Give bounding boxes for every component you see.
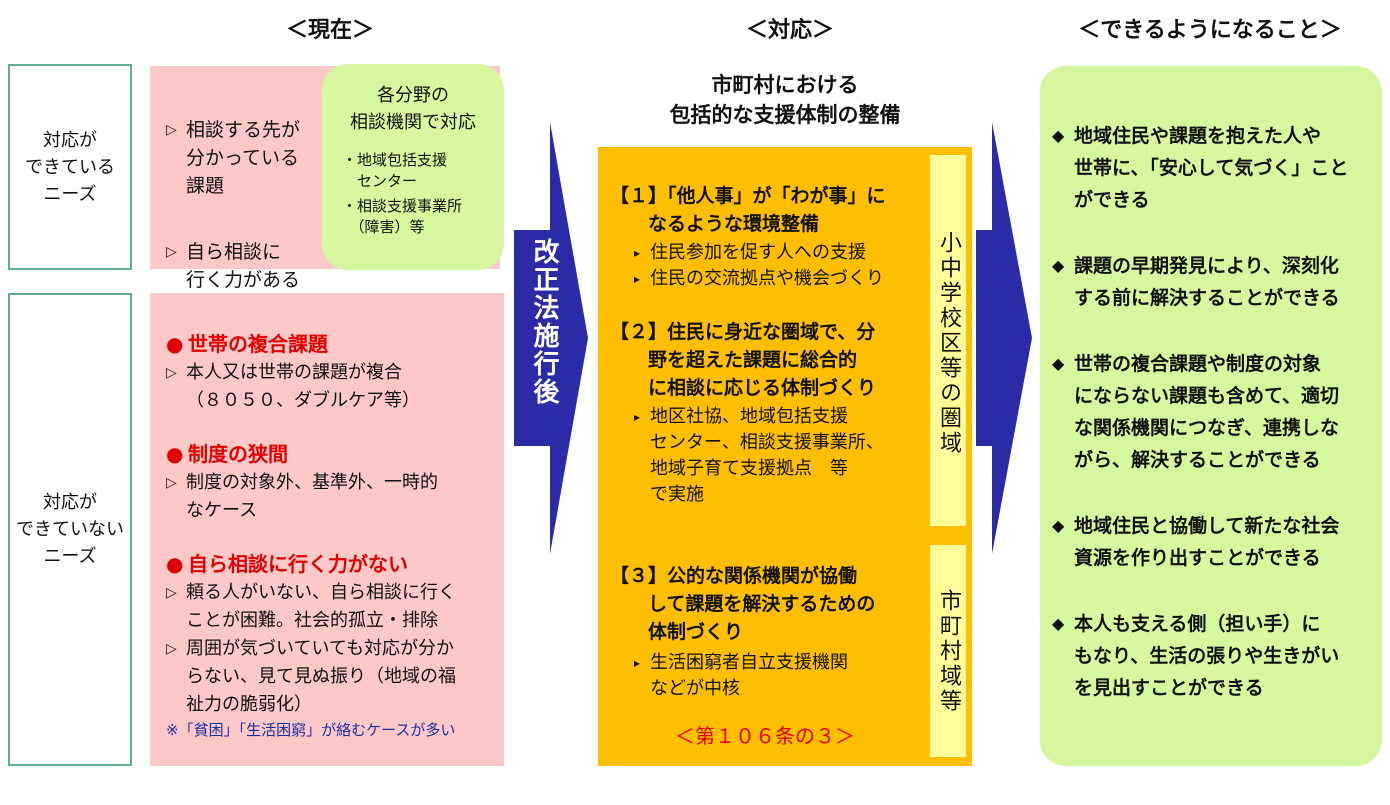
group-title: 制度の狭間 [166, 439, 504, 469]
header-response: ＜対応＞ [745, 18, 834, 43]
section-item: 生活困窮者自立支援機関 などが中核 [632, 650, 930, 702]
response-section-1: 【１】「他人事」が「わが事」に なるような環境整備 住民参加を促す人への支援 住… [610, 182, 930, 292]
bubble-item: ・相談支援事業所 （障害）等 [342, 197, 463, 236]
section-item: 地区社協、地域包括支援 センター、相談支援事業所、 地域子育て支援拠点 等 で実… [632, 404, 930, 508]
outcome-item: 世帯の複合課題や制度の対象 にならない課題も含めて、適切 な関係機関につなぎ、連… [1052, 348, 1372, 476]
section-heading: 【３】公的な関係機関が協働 して課題を解決するための 体制づくり [610, 565, 876, 643]
outcome-item: 本人も支える側（担い手）に もなり、生活の張りや生きがい を見出すことができる [1052, 608, 1372, 704]
group-item: 周囲が気づいていても対応が分か らない、見て見ぬ振り（地域の福 祉力の脆弱化） [166, 635, 504, 719]
law-revision-arrow [514, 122, 588, 554]
group-title: 世帯の複合課題 [166, 329, 504, 359]
needs-unmet-label: 対応が できていない ニーズ [8, 293, 132, 766]
consultation-bubble: 各分野の 相談機関で対応 ・地域包括支援 センター ・相談支援事業所 （障害）等 [322, 64, 504, 270]
current-met-item: 相談する先が 分かっている 課題 [166, 116, 336, 200]
outcomes-panel: 地域住民や課題を抱えた人や 世帯に、「安心して気づく」こと ができる 課題の早期… [1040, 66, 1382, 766]
section-heading: 【２】住民に身近な圏域で、分 野を超えた課題に総合的 に相談に応じる体制づくり [610, 321, 877, 399]
group-item: 頼る人がいない、自ら相談に行く ことが困難。社会的孤立・排除 [166, 579, 504, 635]
section-heading: 【１】「他人事」が「わが事」に なるような環境整備 [610, 185, 886, 235]
group-title: 自ら相談に行く力がない [166, 549, 504, 579]
bubble-item: ・地域包括支援 センター [342, 151, 448, 190]
current-unmet-panel: 世帯の複合課題 本人又は世帯の課題が複合 （８０５０、ダブルケア等） 制度の狭間… [150, 293, 504, 766]
current-met-item: 自ら相談に 行く力がある [166, 238, 336, 294]
current-met-items: 相談する先が 分かっている 課題 自ら相談に 行く力がある [166, 88, 336, 322]
header-outcome: ＜できるようになること＞ [1078, 18, 1342, 43]
response-section-3: 【３】公的な関係機関が協働 して課題を解決するための 体制づくり 生活困窮者自立… [610, 562, 930, 702]
article-reference: ＜第１０６条の３＞ [675, 724, 855, 748]
response-title: 市町村における 包括的な支援体制の整備 [669, 73, 901, 127]
outcome-item: 地域住民と協働して新たな社会 資源を作り出すことができる [1052, 510, 1372, 574]
header-current: ＜現在＞ [285, 18, 374, 43]
outcome-arrow [976, 122, 1032, 554]
arrow-label: 改正法施行後 [529, 238, 559, 406]
section-item: 住民の交流拠点や機会づくり [632, 266, 930, 292]
outcome-item: 課題の早期発見により、深刻化 する前に解決することができる [1052, 250, 1372, 314]
group-item: 制度の対象外、基準外、一時的 なケース [166, 469, 504, 525]
section-item: 住民参加を促す人への支援 [632, 240, 930, 266]
response-section-2: 【２】住民に身近な圏域で、分 野を超えた課題に総合的 に相談に応じる体制づくり … [610, 318, 930, 508]
tag-school-district: 小中学校区等の圏域 [930, 155, 966, 526]
bubble-title: 各分野の 相談機関で対応 [350, 85, 476, 133]
needs-met-label: 対応が できている ニーズ [8, 64, 132, 270]
tag-municipality: 市町村域等 [930, 545, 966, 757]
note: ※「貧困」「生活困窮」が絡むケースが多い [166, 721, 456, 739]
group-item: 本人又は世帯の課題が複合 （８０５０、ダブルケア等） [166, 359, 504, 415]
outcome-item: 地域住民や課題を抱えた人や 世帯に、「安心して気づく」こと ができる [1052, 120, 1372, 216]
